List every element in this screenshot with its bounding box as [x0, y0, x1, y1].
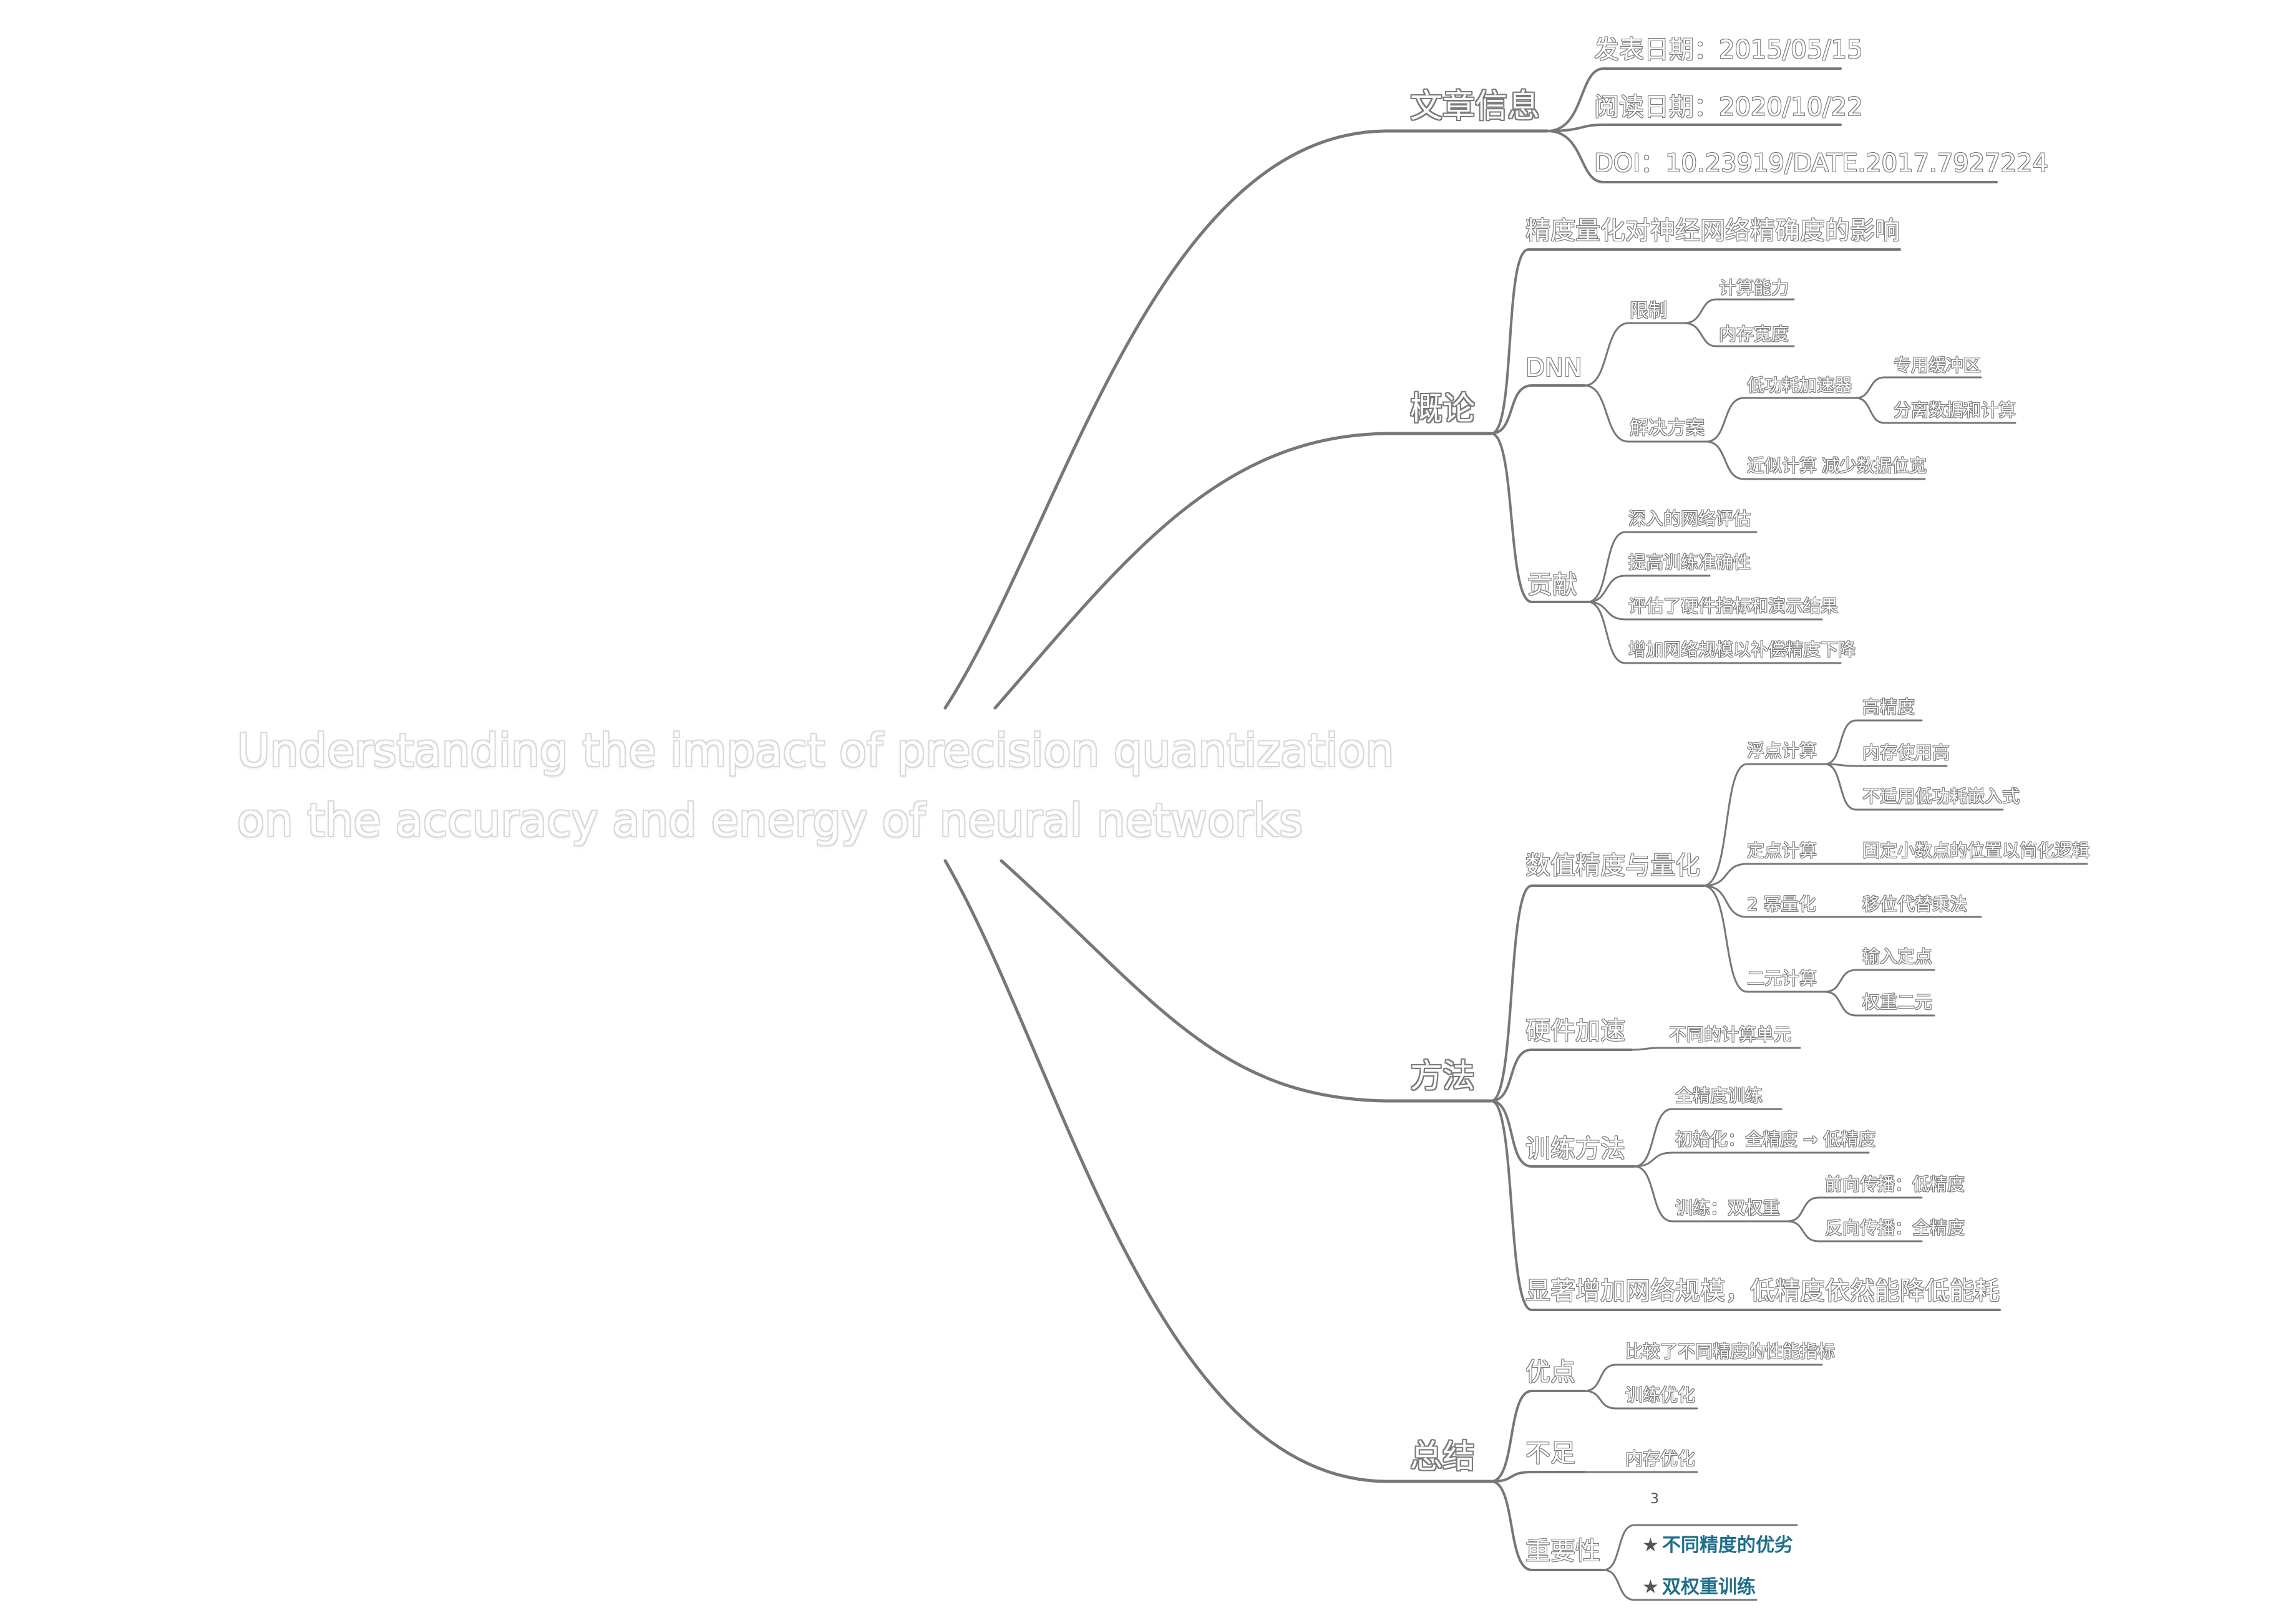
node-contribution[interactable]: 贡献	[1527, 571, 1577, 599]
node-approx-compute[interactable]: 近似计算	[1747, 455, 1817, 476]
node-separate-data-compute[interactable]: 分离数据和计算	[1894, 400, 2016, 420]
node-full-precision-train[interactable]: 全精度训练	[1675, 1085, 1763, 1106]
importance-badge: 3	[1650, 1491, 1659, 1507]
node-reduce-bitwidth[interactable]: 减少数据位宽	[1822, 455, 1927, 476]
node-overview[interactable]: 概论	[1410, 390, 1476, 428]
node-dedicated-buffer[interactable]: 专用缓冲区	[1894, 355, 1982, 375]
node-method[interactable]: 方法	[1410, 1058, 1476, 1095]
node-forward-low[interactable]: 前向传播：低精度	[1825, 1174, 1965, 1194]
node-cons[interactable]: 不足	[1525, 1439, 1575, 1468]
importance-item-2-label: 双权重训练	[1662, 1576, 1756, 1598]
node-article-info[interactable]: 文章信息	[1410, 88, 1540, 125]
node-high-precision[interactable]: 高精度	[1862, 697, 1915, 717]
node-memory-width[interactable]: 内存宽度	[1719, 324, 1789, 344]
node-training-method[interactable]: 训练方法	[1525, 1135, 1625, 1163]
node-fixed-point-logic[interactable]: 固定小数点的位置以简化逻辑	[1862, 840, 2090, 861]
importance-item-1[interactable]: ★ 不同精度的优劣	[1642, 1536, 1793, 1555]
node-not-for-embedded[interactable]: 不适用低功耗嵌入式	[1862, 786, 2020, 807]
node-limits[interactable]: 限制	[1630, 300, 1667, 322]
node-contribution-3[interactable]: 评估了硬件指标和演示结果	[1628, 596, 1839, 616]
node-fixed-compute[interactable]: 定点计算	[1747, 840, 1817, 861]
connector-summary	[943, 859, 1493, 1483]
connector-method	[1000, 859, 1493, 1103]
node-method-conclusion[interactable]: 显著增加网络规模，低精度依然能降低能耗	[1525, 1277, 2000, 1306]
node-pros[interactable]: 优点	[1525, 1358, 1575, 1387]
node-dual-weight-train[interactable]: 训练：双权重	[1675, 1198, 1781, 1218]
node-doi[interactable]: DOI：10.23919/DATE.2017.7927224	[1594, 149, 2048, 178]
node-hardware-accel[interactable]: 硬件加速	[1525, 1017, 1625, 1045]
node-high-memory[interactable]: 内存使用高	[1862, 742, 1950, 763]
node-binary-compute[interactable]: 二元计算	[1747, 968, 1817, 989]
importance-item-2[interactable]: ★ 双权重训练	[1642, 1578, 1756, 1597]
star-icon: ★	[1642, 1576, 1659, 1598]
star-icon: ★	[1642, 1534, 1659, 1556]
root-title-line1: Understanding the impact of precision qu…	[237, 724, 1394, 777]
node-low-power-accelerator[interactable]: 低功耗加速器	[1747, 375, 1852, 395]
node-compute-power[interactable]: 计算能力	[1719, 278, 1789, 298]
node-contribution-2[interactable]: 提高训练准确性	[1628, 552, 1751, 573]
node-init-full-to-low[interactable]: 初始化：全精度 → 低精度	[1675, 1129, 1876, 1150]
node-shift-multiply[interactable]: 移位代替乘法	[1862, 894, 1968, 914]
importance-item-1-label: 不同精度的优劣	[1662, 1534, 1793, 1556]
connector-article-info	[943, 129, 1549, 710]
node-publish-date[interactable]: 发表日期：2015/05/15	[1594, 36, 1863, 64]
node-weight-binary[interactable]: 权重二元	[1862, 992, 1933, 1012]
node-pros-2[interactable]: 训练优化	[1625, 1385, 1696, 1405]
node-pros-1[interactable]: 比较了不同精度的性能指标	[1625, 1341, 1836, 1362]
node-cons-1[interactable]: 内存优化	[1625, 1448, 1696, 1469]
node-solutions[interactable]: 解决方案	[1630, 417, 1705, 439]
node-summary[interactable]: 总结	[1410, 1438, 1476, 1476]
node-numeric-precision[interactable]: 数值精度与量化	[1525, 851, 1700, 880]
root-title-line2: on the accuracy and energy of neural net…	[237, 793, 1303, 846]
node-backward-full[interactable]: 反向传播：全精度	[1825, 1218, 1965, 1238]
node-diff-compute-units[interactable]: 不同的计算单元	[1669, 1024, 1792, 1045]
node-overview-topic[interactable]: 精度量化对神经网络精确度的影响	[1525, 216, 1900, 245]
node-pow2-quant[interactable]: 2 幂量化	[1747, 894, 1816, 914]
node-contribution-1[interactable]: 深入的网络评估	[1628, 508, 1751, 529]
root-title[interactable]: Understanding the impact of precision qu…	[237, 716, 1394, 855]
node-contribution-4[interactable]: 增加网络规模以补偿精度下降	[1628, 639, 1856, 660]
node-float-compute[interactable]: 浮点计算	[1747, 740, 1817, 761]
node-read-date[interactable]: 阅读日期：2020/10/22	[1594, 93, 1863, 122]
connector-overview	[993, 432, 1493, 710]
node-dnn[interactable]: DNN	[1525, 354, 1582, 382]
node-importance[interactable]: 重要性	[1525, 1537, 1600, 1566]
node-input-fixed[interactable]: 输入定点	[1862, 946, 1933, 967]
